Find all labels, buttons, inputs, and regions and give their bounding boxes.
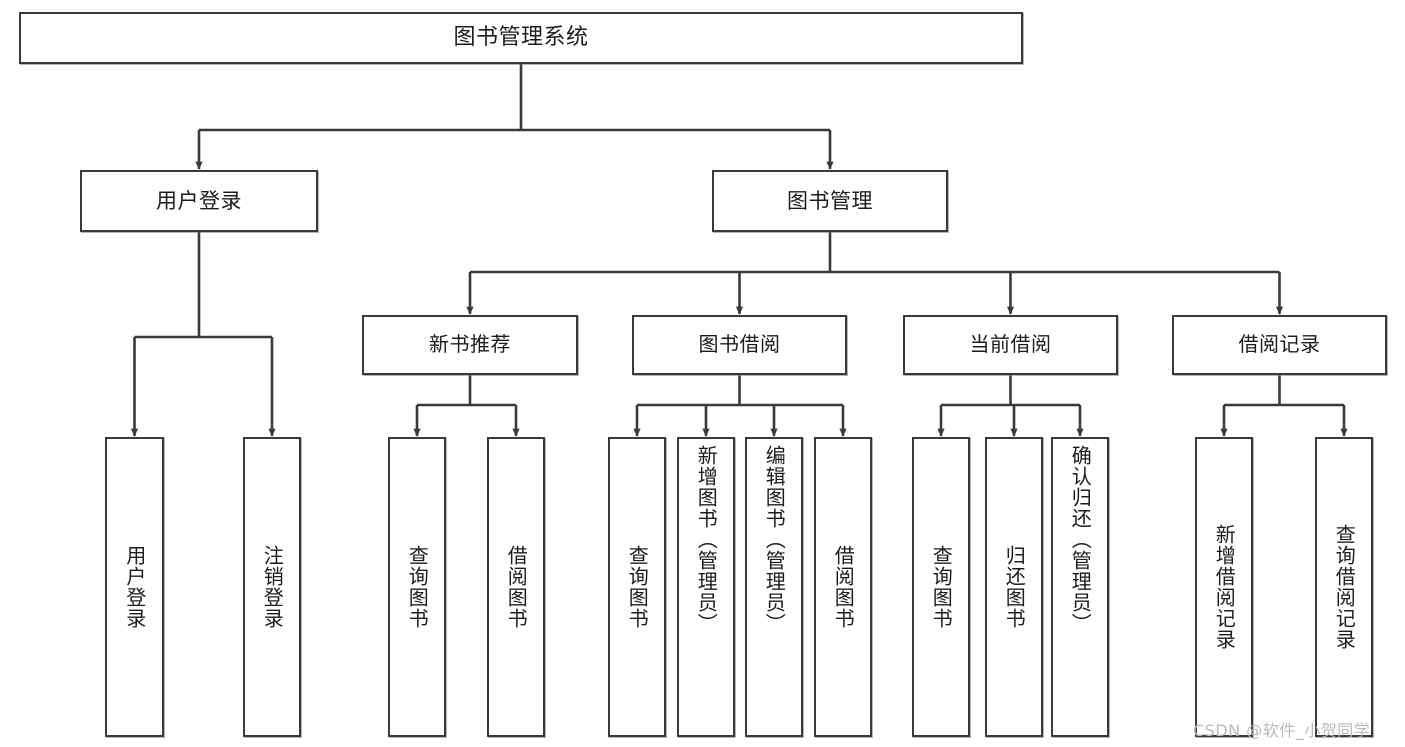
node-label: 查询借阅记录 — [1332, 524, 1357, 650]
node-label: 图书管理系统 — [453, 25, 589, 51]
node-leaf-leaf-borrow-book-1[interactable]: 借阅图书 — [487, 437, 545, 737]
node-leaf-leaf-return-book[interactable]: 归还图书 — [985, 437, 1043, 737]
node-label: 借阅图书 — [504, 545, 529, 629]
node-leaf-leaf-query-book-3[interactable]: 查询图书 — [912, 437, 970, 737]
node-label: 查询图书 — [625, 545, 650, 629]
node-mid-book-borrow[interactable]: 图书借阅 — [632, 315, 847, 375]
node-leaf-leaf-query-book-2[interactable]: 查询图书 — [608, 437, 666, 737]
node-label: 查询图书 — [929, 545, 954, 629]
node-leaf-leaf-confirm-return[interactable]: 确认归还（管理员） — [1051, 437, 1109, 737]
node-label: 编辑图书（管理员） — [762, 445, 787, 634]
node-leaf-leaf-add-borrow-record[interactable]: 新增借阅记录 — [1195, 437, 1253, 737]
node-label: 借阅图书 — [831, 545, 856, 629]
node-branch-book-manage[interactable]: 图书管理 — [712, 170, 948, 232]
node-leaf-leaf-add-book-admin[interactable]: 新增图书（管理员） — [677, 437, 735, 737]
node-label: 确认归还（管理员） — [1068, 445, 1093, 634]
node-label: 查询图书 — [405, 545, 430, 629]
node-branch-user-login[interactable]: 用户登录 — [80, 170, 318, 232]
node-leaf-leaf-logout[interactable]: 注销登录 — [243, 437, 301, 737]
node-mid-new-book-recommend[interactable]: 新书推荐 — [362, 315, 578, 375]
node-mid-borrow-record[interactable]: 借阅记录 — [1172, 315, 1387, 375]
node-root-system[interactable]: 图书管理系统 — [19, 12, 1023, 64]
node-leaf-leaf-query-borrow-record[interactable]: 查询借阅记录 — [1315, 437, 1373, 737]
node-leaf-leaf-query-book-1[interactable]: 查询图书 — [388, 437, 446, 737]
node-label: 注销登录 — [260, 545, 285, 629]
node-label: 图书借阅 — [698, 332, 781, 357]
node-label: 当前借阅 — [969, 332, 1052, 357]
node-label: 用户登录 — [156, 188, 242, 213]
node-label: 归还图书 — [1002, 545, 1027, 629]
node-leaf-leaf-user-login[interactable]: 用户登录 — [105, 437, 164, 737]
node-leaf-leaf-borrow-book-2[interactable]: 借阅图书 — [814, 437, 872, 737]
node-label: 新书推荐 — [429, 332, 511, 357]
node-label: 用户登录 — [122, 545, 147, 629]
node-mid-current-borrow[interactable]: 当前借阅 — [903, 315, 1118, 375]
node-label: 借阅记录 — [1238, 332, 1321, 357]
node-label: 新增图书（管理员） — [694, 445, 719, 634]
node-leaf-leaf-edit-book-admin[interactable]: 编辑图书（管理员） — [745, 437, 803, 737]
node-label: 新增借阅记录 — [1212, 524, 1237, 650]
node-label: 图书管理 — [787, 188, 873, 213]
